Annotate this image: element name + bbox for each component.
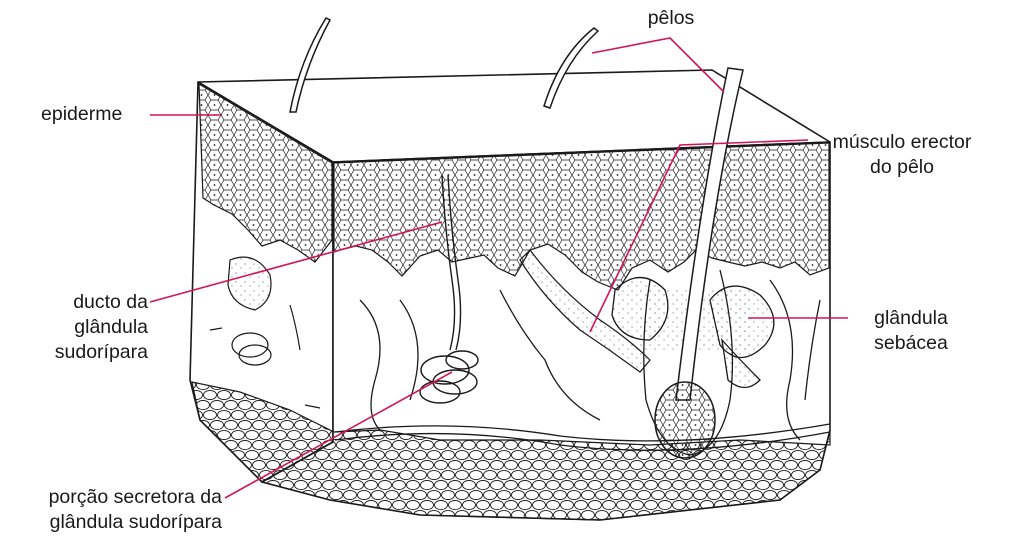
- label-musculo-line1: músculo erector: [808, 130, 996, 155]
- label-ducto-glandula: ducto da glândula sudorípara: [10, 290, 148, 365]
- label-porcao-secretora: porção secretora da glândula sudorípara: [0, 485, 222, 535]
- label-ducto-line2: glândula: [10, 315, 148, 340]
- label-musculo-erector: músculo erector do pêlo: [808, 130, 996, 180]
- label-glandula-line2: sebácea: [852, 331, 970, 356]
- label-ducto-line3: sudorípara: [10, 340, 148, 365]
- label-porcao-line1: porção secretora da: [0, 485, 222, 510]
- label-ducto-line1: ducto da: [10, 290, 148, 315]
- label-musculo-line2: do pêlo: [808, 155, 996, 180]
- label-glandula-line1: glândula: [852, 306, 970, 331]
- hair-bulb: [655, 382, 715, 458]
- label-porcao-line2: glândula sudorípara: [0, 510, 222, 535]
- label-epiderme: epiderme: [41, 102, 122, 127]
- label-pelos: pêlos: [626, 6, 716, 31]
- label-glandula-sebacea: glândula sebácea: [852, 306, 970, 356]
